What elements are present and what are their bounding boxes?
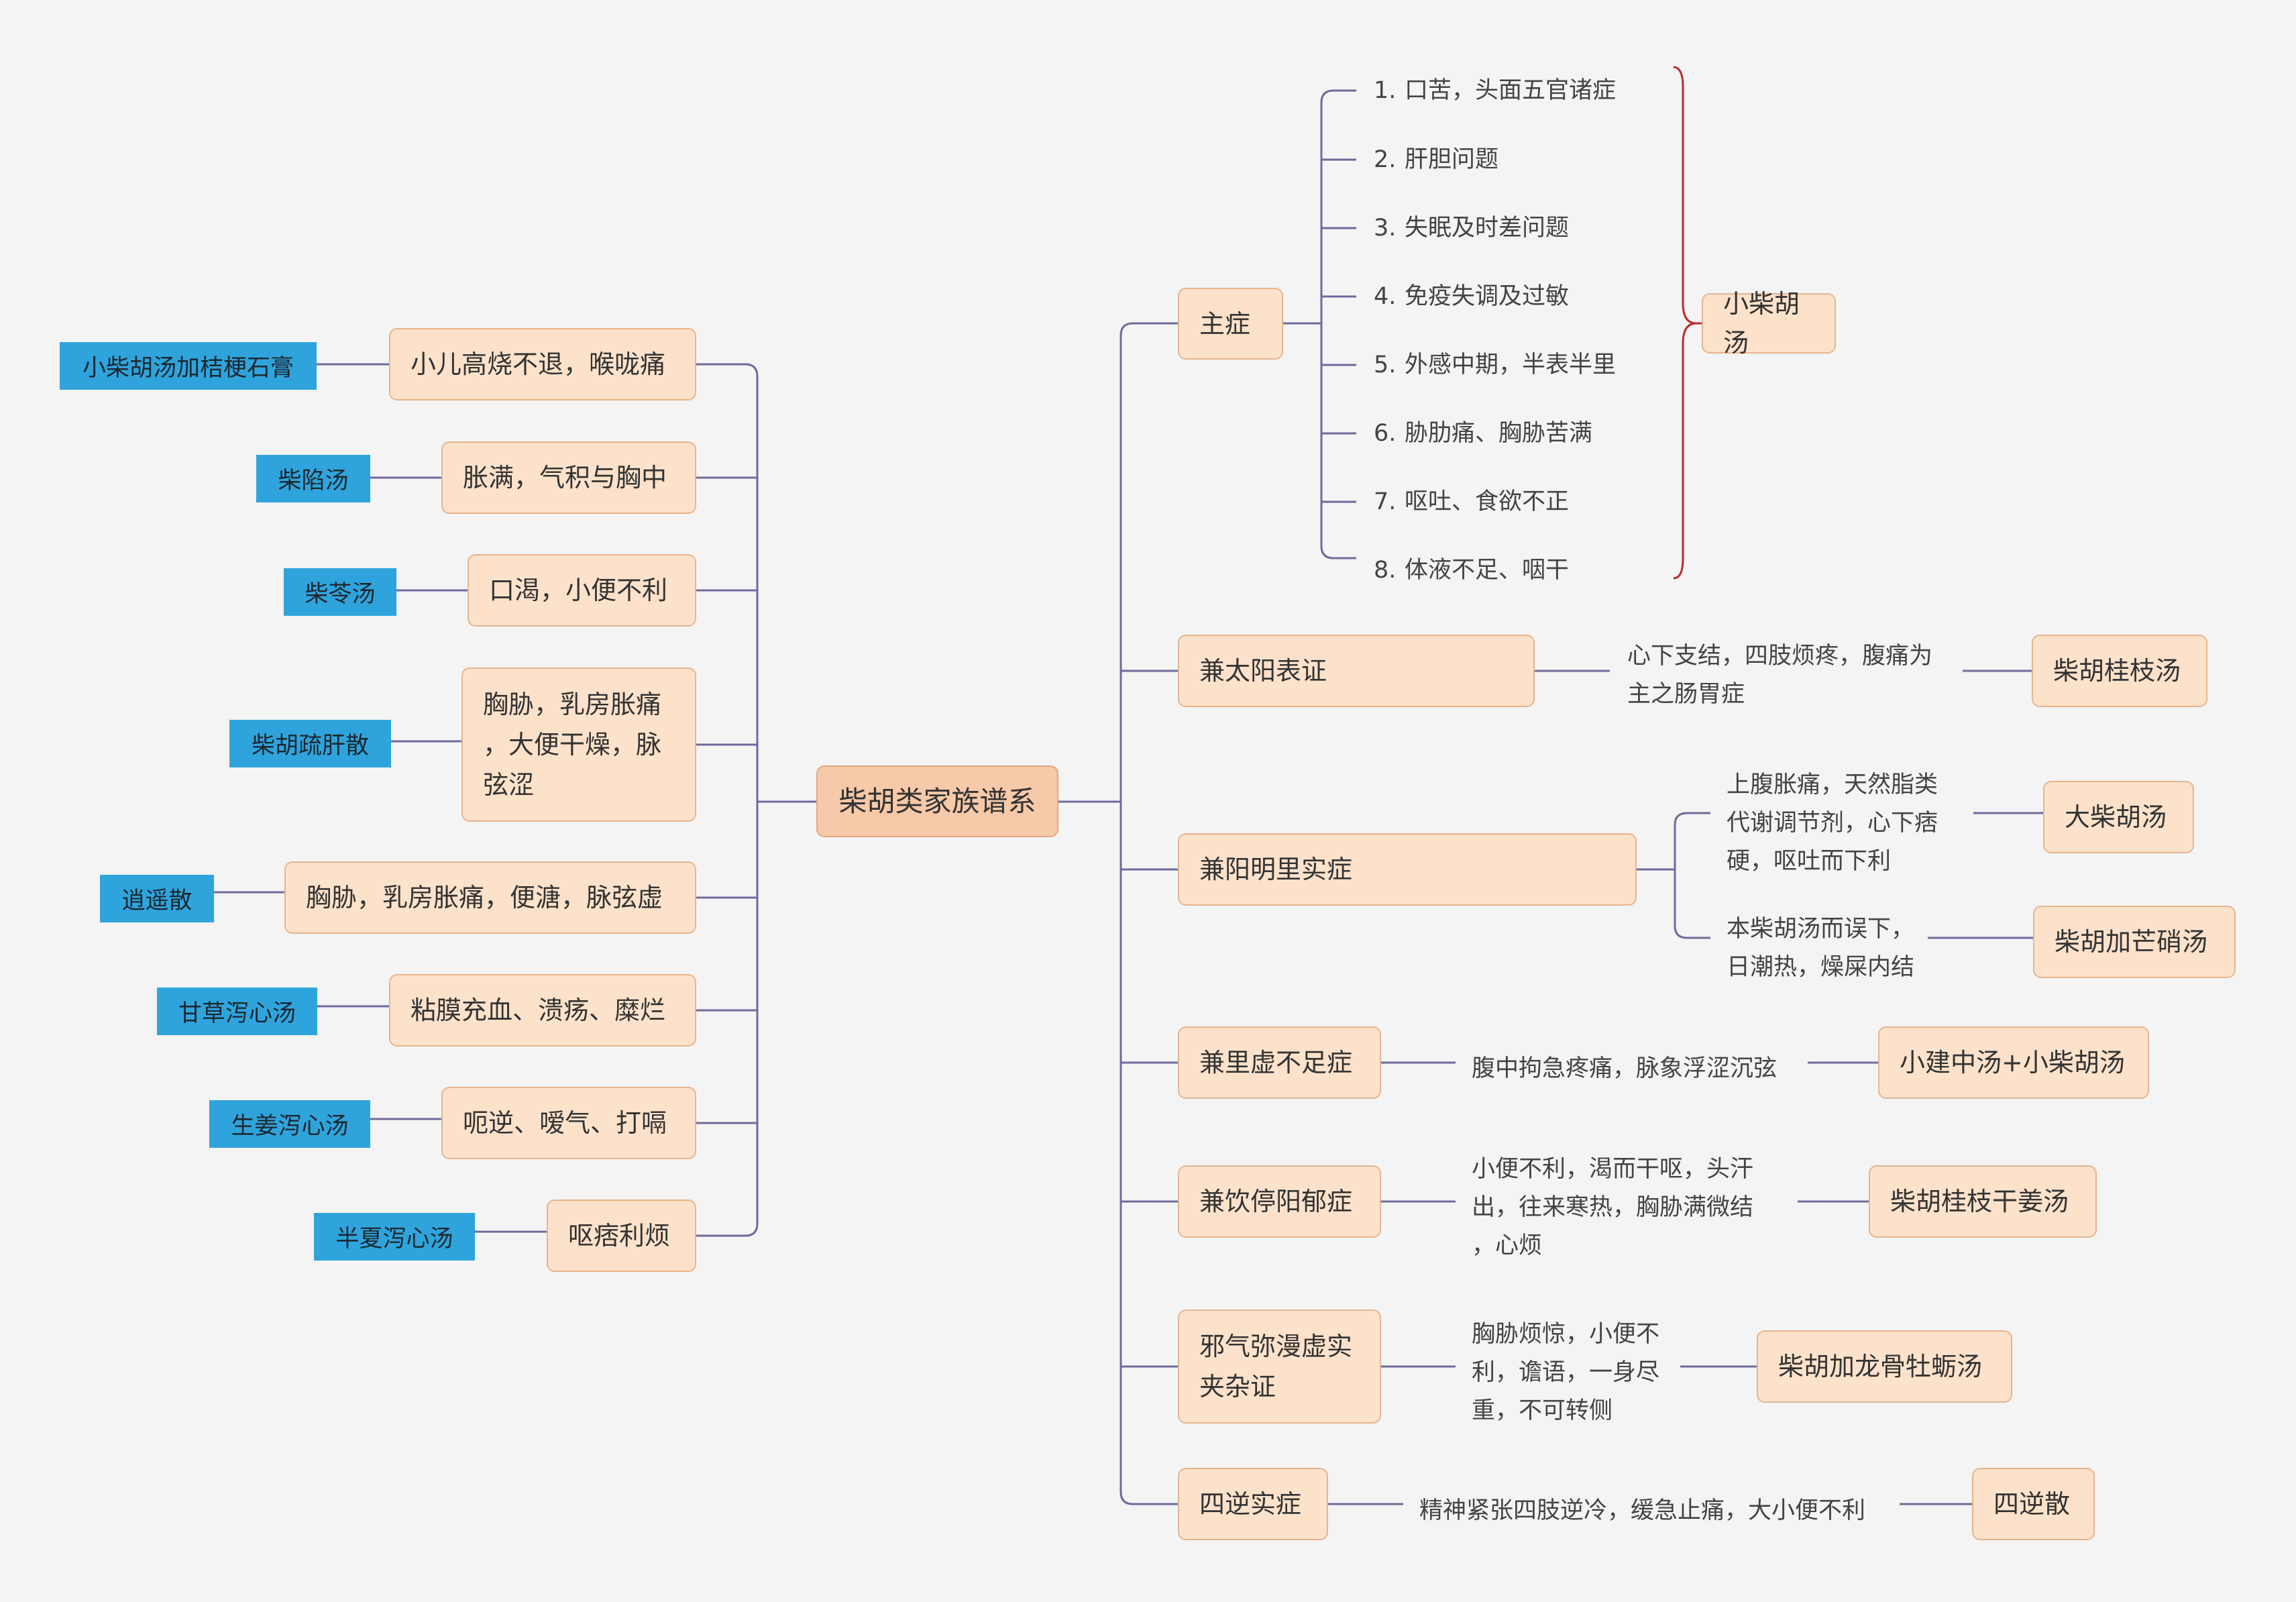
branch-description: 心下支结，四肢烦疼，腹痛为 主之肠胃症 [1627,643,1933,708]
formula-tag-1[interactable]: 小柴胡汤加桔梗石膏 [60,342,317,390]
formula-tag-8[interactable]: 半夏泻心汤 [314,1213,475,1261]
formula-tag-7[interactable]: 生姜泻心汤 [209,1100,370,1148]
branch-description: 腹中拘急疼痛，脉象浮涩沉弦 [1472,1055,1778,1082]
branch-description: 本柴胡汤而误下， 日潮热，燥屎内结 [1727,916,1915,981]
root-node[interactable]: 柴胡类家族谱系 [816,765,1058,837]
symptom-item: 1.口苦，头面五官诸症 [1374,77,1617,104]
symptom-item: 3.失眠及时差问题 [1374,215,1570,242]
formula-tag-2[interactable]: 柴陷汤 [256,455,370,502]
symptom-item: 8.体液不足、咽干 [1374,557,1570,584]
connector-line [696,363,759,1237]
connector-line [1320,89,1356,559]
left-branch-6[interactable]: 粘膜充血、溃疡、糜烂 [389,974,696,1047]
right-branch-1[interactable]: 兼太阳表证 [1178,635,1535,707]
left-branch-4[interactable]: 胸胁，乳房胀痛 ，大便干燥，脉 弦涩 [461,668,696,822]
formula-node-4[interactable]: 柴胡桂枝干姜汤 [1869,1165,2097,1238]
right-branch-6[interactable]: 四逆实症 [1178,1468,1328,1540]
symptom-item: 6.胁肋痛、胸胁苦满 [1374,420,1593,447]
left-branch-5[interactable]: 胸胁，乳房胀痛，便溏，脉弦虚 [284,861,696,934]
left-branch-8[interactable]: 呕痞利烦 [547,1199,696,1272]
branch-description: 精神紧张四肢逆冷，缓急止痛，大小便不利 [1419,1497,1866,1524]
connector-line [1119,322,1178,1505]
branch-description: 胸胁烦惊，小便不 利，谵语，一身尽 重，不可转侧 [1472,1321,1660,1424]
symptom-item: 2.肝胆问题 [1374,146,1499,173]
formula-node-1[interactable]: 柴胡桂枝汤 [2032,635,2207,707]
connector-line [1674,812,1710,939]
right-branch-3[interactable]: 兼里虚不足症 [1178,1026,1381,1099]
branch-description: 小便不利，渴而干呕，头汗 出，往来寒热，胸胁满微结 ，心烦 [1472,1156,1754,1259]
left-branch-3[interactable]: 口渴，小便不利 [468,554,696,627]
formula-node-3[interactable]: 小建中汤+小柴胡汤 [1878,1026,2149,1099]
main-formula-node[interactable]: 小柴胡汤 [1702,289,1836,358]
formula-tag-5[interactable]: 逍遥散 [100,875,214,922]
branch-description: 上腹胀痛，天然脂类 代谢调节剂，心下痞 硬，呕吐而下利 [1727,771,1938,875]
formula-tag-3[interactable]: 柴苓汤 [284,568,396,616]
symptom-item: 4.免疫失调及过敏 [1374,283,1570,310]
left-branch-2[interactable]: 胀满，气积与胸中 [441,441,696,514]
connector-line [1673,66,1697,580]
symptom-item: 7.呕吐、食欲不正 [1374,488,1570,515]
formula-node-2b[interactable]: 柴胡加芒硝汤 [2033,906,2236,978]
right-branch-4[interactable]: 兼饮停阳郁症 [1178,1165,1381,1238]
right-branch-2[interactable]: 兼阳明里实症 [1178,833,1637,906]
main-symptom-node[interactable]: 主症 [1178,288,1283,360]
formula-node-5[interactable]: 柴胡加龙骨牡蛎汤 [1757,1330,2012,1403]
left-branch-7[interactable]: 呃逆、嗳气、打嗝 [441,1087,696,1159]
symptom-item: 5.外感中期，半表半里 [1374,352,1617,378]
formula-node-6[interactable]: 四逆散 [1972,1468,2095,1540]
left-branch-1[interactable]: 小儿高烧不退，喉咙痛 [389,328,696,400]
formula-tag-4[interactable]: 柴胡疏肝散 [229,720,391,767]
right-branch-5[interactable]: 邪气弥漫虚实 夹杂证 [1178,1310,1381,1424]
formula-tag-6[interactable]: 甘草泻心汤 [157,987,317,1035]
formula-node-2a[interactable]: 大柴胡汤 [2043,781,2194,853]
